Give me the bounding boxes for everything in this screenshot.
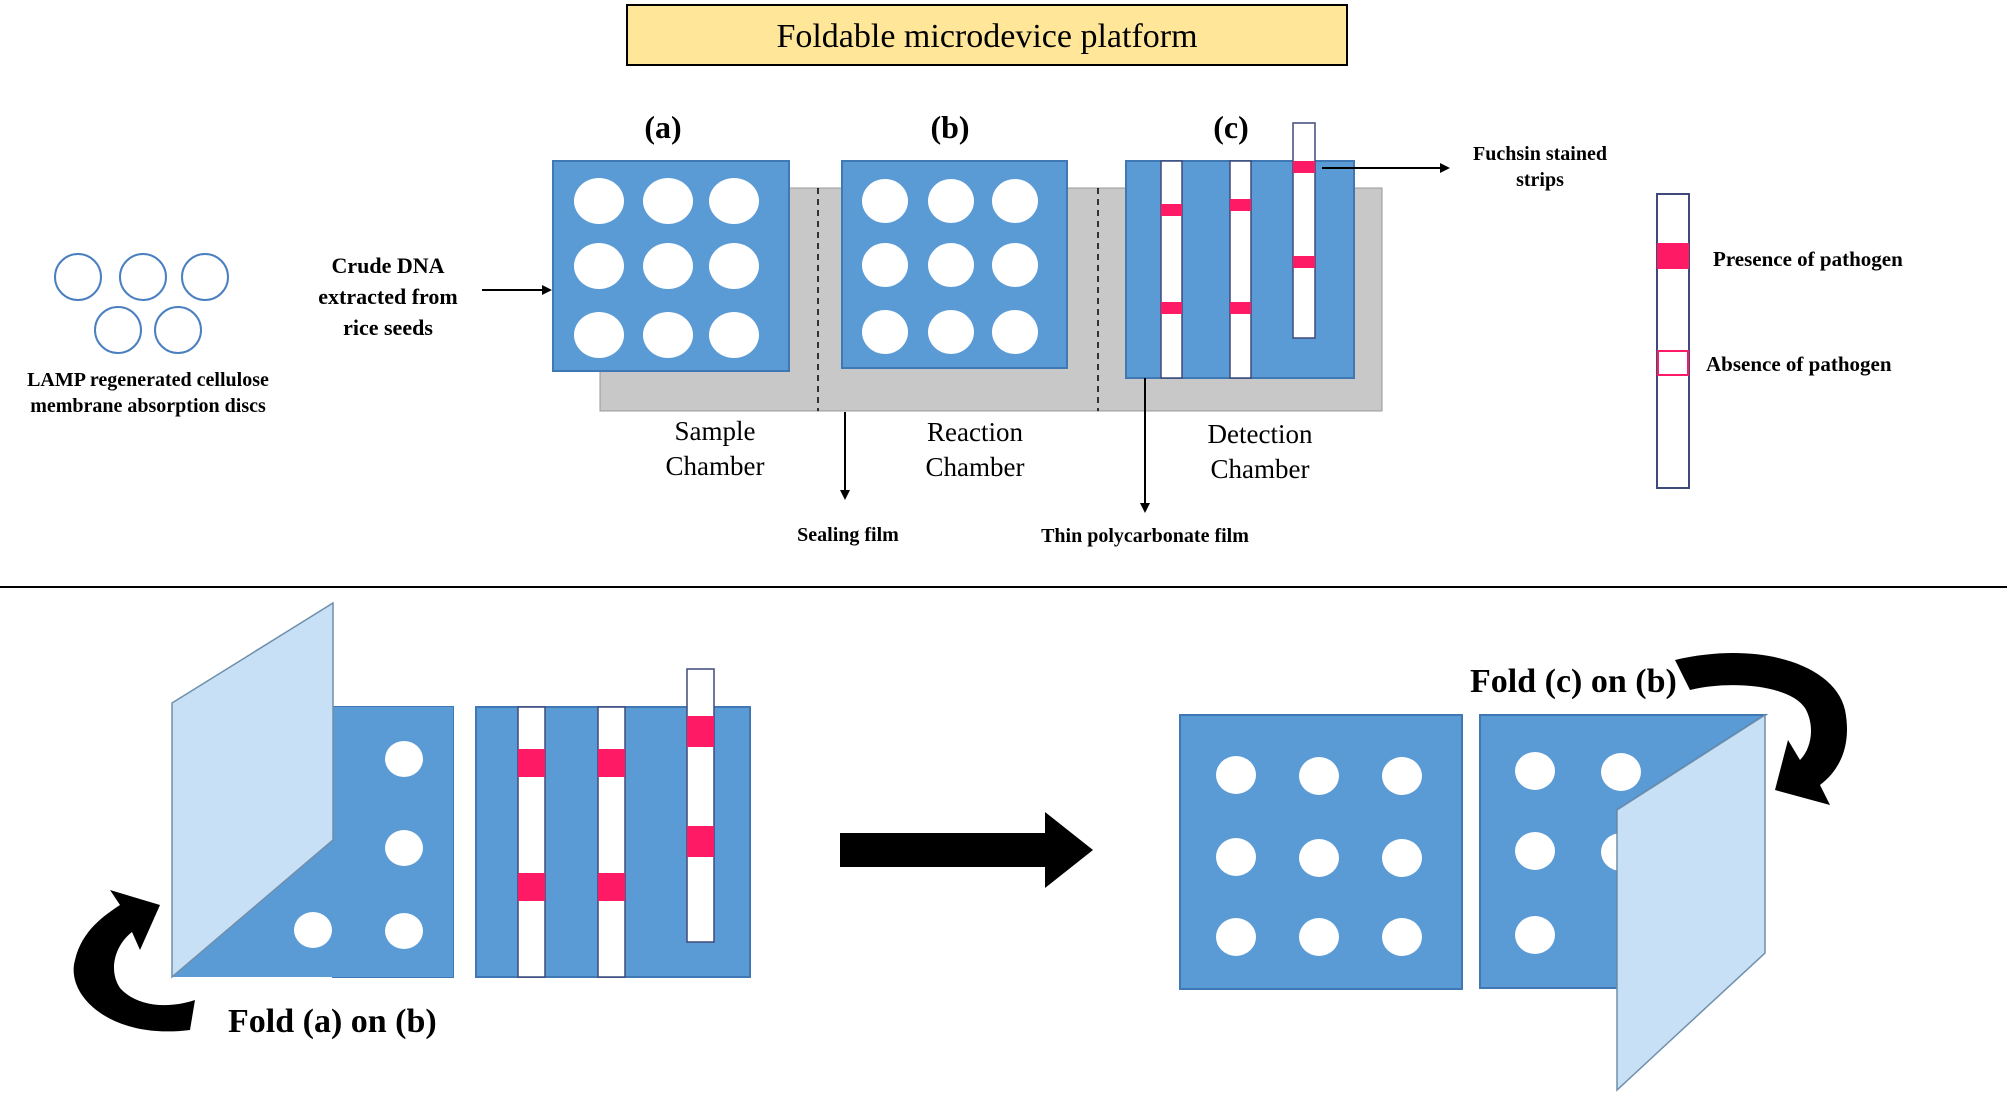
bottom-strip-band	[687, 826, 714, 857]
detection-strips	[1160, 122, 1316, 379]
right-sample-well	[1216, 918, 1256, 956]
right-sample-well	[1382, 757, 1422, 795]
bottom-strip-band	[687, 716, 714, 747]
sample-well	[574, 312, 624, 358]
polycarbonate-label: Thin polycarbonate film	[1041, 525, 1249, 547]
reaction-well	[992, 310, 1038, 354]
right-sample-well	[1382, 839, 1422, 877]
right-sample-well	[1216, 756, 1256, 794]
fold-a-well	[385, 830, 423, 866]
bottom-strip-band	[598, 873, 625, 901]
reaction-well	[928, 179, 974, 223]
bottom-strip-band	[518, 749, 545, 777]
reaction-well	[992, 179, 1038, 223]
detection-strip	[1229, 160, 1252, 379]
reaction-wells	[862, 179, 1038, 354]
panel-label-a: (a)	[644, 109, 681, 145]
sample-well	[643, 178, 693, 224]
legend: Presence of pathogen Absence of pathogen	[1656, 193, 1903, 489]
detection-chamber-label-line2: Chamber	[1211, 454, 1310, 484]
lamp-disc	[94, 306, 142, 354]
panel-label-b: (b)	[930, 109, 969, 145]
bottom-strip-tall	[686, 668, 715, 943]
right-sample-well	[1299, 757, 1339, 795]
right-reaction-well	[1515, 832, 1555, 870]
reaction-well	[862, 310, 908, 354]
legend-presence-label: Presence of pathogen	[1713, 247, 1903, 271]
panel-label-c: (c)	[1213, 109, 1249, 145]
legend-absence-label: Absence of pathogen	[1706, 352, 1892, 376]
bottom-strip-band	[518, 873, 545, 901]
detection-strip-tall	[1292, 122, 1316, 339]
sample-well	[643, 312, 693, 358]
fold-a-illustration	[73, 601, 751, 1032]
fold-c-label: Fold (c) on (b)	[1470, 663, 1677, 700]
lamp-discs-label-line1: LAMP regenerated cellulose	[27, 369, 269, 391]
lamp-discs-label-line2: membrane absorption discs	[30, 395, 266, 417]
reaction-chamber-label-line2: Chamber	[926, 452, 1025, 482]
detection-strip	[1160, 160, 1183, 379]
detection-chamber-label-line1: Detection	[1208, 419, 1313, 449]
lamp-disc	[154, 306, 202, 354]
fold-a-well	[294, 912, 332, 948]
reaction-well	[992, 243, 1038, 287]
reaction-chamber-label-line1: Reaction	[927, 417, 1023, 447]
sample-chamber-label-line1: Sample	[675, 416, 756, 446]
sample-chamber-label-line2: Chamber	[666, 451, 765, 481]
fuchsin-label-line2: strips	[1516, 169, 1564, 191]
fuchsin-label-line1: Fuchsin stained	[1473, 143, 1607, 165]
sample-wells	[574, 178, 759, 358]
crude-dna-label-line1: Crude DNA	[331, 253, 444, 278]
transition-arrow-icon	[840, 812, 1093, 888]
crude-dna-label-line3: rice seeds	[343, 315, 433, 340]
fold-a-curved-arrow-icon	[73, 890, 195, 1032]
sample-well	[709, 312, 759, 358]
folding-flap-a	[171, 601, 334, 979]
strip-band	[1293, 161, 1315, 173]
fold-a-well	[385, 741, 423, 777]
strip-band	[1293, 256, 1315, 268]
fold-a-well	[385, 913, 423, 949]
fold-a-label: Fold (a) on (b)	[228, 1003, 437, 1040]
right-sample-well	[1382, 918, 1422, 956]
fold-c-illustration	[1179, 653, 1848, 1092]
page-title: Foldable microdevice platform	[776, 18, 1197, 55]
crude-dna-label-line2: extracted from	[318, 284, 457, 309]
bottom-strip	[597, 706, 626, 978]
right-reaction-well	[1515, 752, 1555, 790]
reaction-well	[862, 179, 908, 223]
lamp-discs	[54, 253, 229, 354]
right-sample-well	[1216, 838, 1256, 876]
right-reaction-well	[1515, 916, 1555, 954]
bottom-strip	[517, 706, 546, 978]
sample-well	[709, 178, 759, 224]
sample-well	[643, 243, 693, 289]
reaction-well	[928, 310, 974, 354]
strip-band	[1161, 204, 1182, 216]
strip-band	[1161, 302, 1182, 314]
sealing-film-label: Sealing film	[797, 524, 899, 546]
bottom-strip-band	[598, 749, 625, 777]
fold-c-curved-arrow-icon	[1675, 653, 1848, 805]
strip-band	[1230, 199, 1251, 211]
right-sample-well	[1299, 918, 1339, 956]
sample-well	[709, 243, 759, 289]
legend-strip	[1656, 193, 1690, 489]
lamp-disc	[54, 253, 102, 301]
lamp-disc	[119, 253, 167, 301]
sample-well	[574, 243, 624, 289]
legend-absence-swatch	[1657, 350, 1689, 376]
title-box	[626, 4, 1348, 66]
legend-presence-swatch	[1657, 243, 1689, 269]
sample-well	[574, 178, 624, 224]
reaction-well	[862, 243, 908, 287]
reaction-well	[928, 243, 974, 287]
right-sample-well	[1299, 839, 1339, 877]
lamp-disc	[181, 253, 229, 301]
right-reaction-well	[1601, 753, 1641, 791]
title-group: Foldable microdevice platform	[626, 4, 1348, 66]
folding-flap-c	[1616, 713, 1766, 1092]
strip-band	[1230, 302, 1251, 314]
